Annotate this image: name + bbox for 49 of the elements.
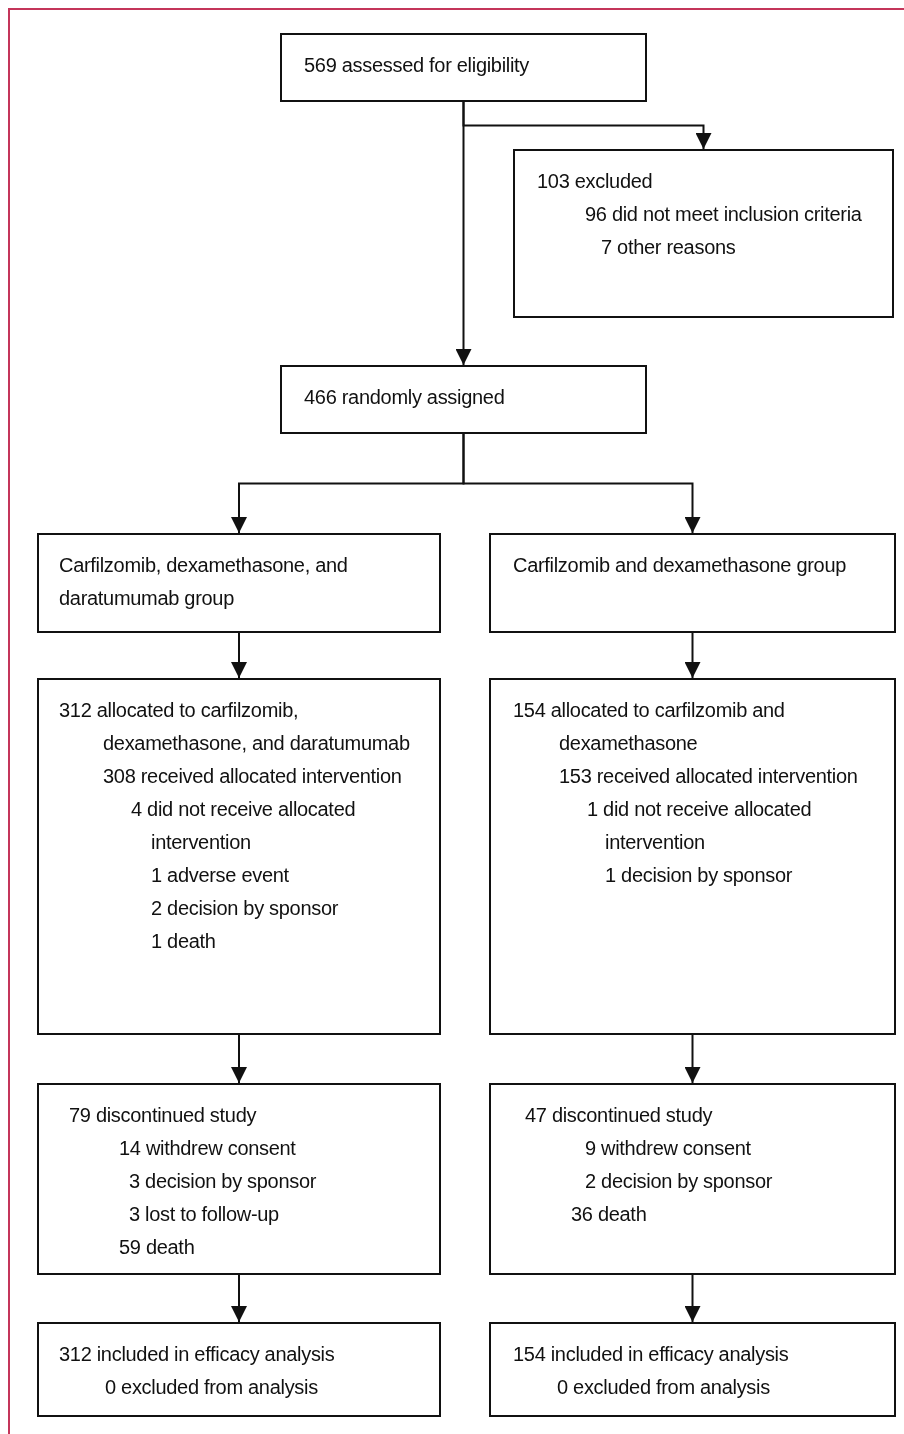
box-text: Carfilzomib, dexamethasone, and daratumumab group bbox=[58, 553, 349, 611]
box-text: 36 death bbox=[570, 1202, 648, 1227]
box-text: 1 death bbox=[150, 929, 217, 954]
box-text: 1 adverse event bbox=[150, 863, 290, 888]
flow-box bbox=[489, 533, 896, 633]
box-text: 154 included in efficacy analysis bbox=[512, 1342, 790, 1367]
arrow bbox=[462, 101, 712, 150]
box-text: 9 withdrew consent bbox=[584, 1136, 752, 1161]
flow-box bbox=[489, 678, 896, 1035]
arrow bbox=[462, 433, 701, 534]
flow-box bbox=[37, 1083, 441, 1275]
flow-box bbox=[489, 1322, 896, 1417]
flow-box bbox=[513, 149, 894, 318]
box-text: Carfilzomib and dexamethasone group bbox=[512, 553, 848, 578]
box-text: 308 received allocated intervention bbox=[102, 764, 403, 789]
arrow bbox=[231, 632, 247, 679]
arrow bbox=[231, 1034, 247, 1084]
box-text: 0 excluded from analysis bbox=[104, 1375, 319, 1400]
box-text: 154 allocated to carfilzomib and dexamethasone bbox=[512, 698, 786, 756]
box-text: 312 included in efficacy analysis bbox=[58, 1342, 336, 1367]
box-text: 47 discontinued study bbox=[524, 1103, 714, 1128]
box-text: 3 decision by sponsor bbox=[128, 1169, 318, 1194]
flow-box bbox=[489, 1083, 896, 1275]
box-text: 0 excluded from analysis bbox=[556, 1375, 771, 1400]
box-text: 2 decision by sponsor bbox=[584, 1169, 774, 1194]
arrow bbox=[684, 632, 701, 679]
box-text: 1 did not receive allocated intervention bbox=[586, 797, 813, 855]
box-text: 1 decision by sponsor bbox=[604, 863, 794, 888]
arrow bbox=[684, 1034, 701, 1084]
box-text: 2 decision by sponsor bbox=[150, 896, 340, 921]
box-text: 59 death bbox=[118, 1235, 196, 1260]
flow-box bbox=[37, 533, 441, 633]
arrow bbox=[684, 1274, 701, 1323]
flow-box bbox=[37, 1322, 441, 1417]
flow-box bbox=[37, 678, 441, 1035]
box-text: 3 lost to follow-up bbox=[128, 1202, 280, 1227]
box-text: 569 assessed for eligibility bbox=[303, 53, 531, 78]
box-text: 153 received allocated intervention bbox=[558, 764, 859, 789]
box-text: 103 excluded bbox=[536, 169, 654, 194]
flow-box bbox=[280, 33, 647, 102]
box-text: 96 did not meet inclusion criteria bbox=[584, 202, 863, 227]
box-text: 79 discontinued study bbox=[68, 1103, 258, 1128]
box-text: 14 withdrew consent bbox=[118, 1136, 297, 1161]
box-text: 7 other reasons bbox=[600, 235, 737, 260]
flow-box bbox=[280, 365, 647, 434]
box-text: 4 did not receive allocated intervention bbox=[130, 797, 357, 855]
arrow bbox=[231, 1274, 247, 1323]
box-text: 466 randomly assigned bbox=[303, 385, 506, 410]
box-text: 312 allocated to carfilzomib, dexamethasone, and daratumumab bbox=[58, 698, 411, 756]
